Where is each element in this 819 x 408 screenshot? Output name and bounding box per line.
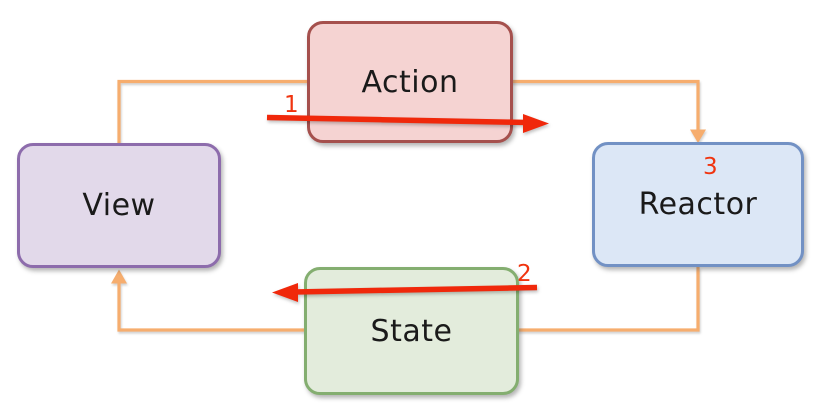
step-label-1: 1	[284, 92, 299, 118]
node-action: Action	[307, 21, 513, 143]
node-view: View	[17, 143, 221, 268]
step-arrow-1-head-icon	[523, 114, 549, 133]
node-reactor-label: Reactor	[638, 187, 758, 222]
arrowhead-into-view-icon	[111, 269, 127, 284]
node-action-label: Action	[361, 64, 459, 100]
node-reactor: Reactor	[592, 142, 804, 267]
node-state-label: State	[370, 313, 453, 349]
node-view-label: View	[82, 188, 156, 223]
step-label-2: 2	[517, 261, 532, 287]
step-label-3: 3	[703, 154, 718, 180]
step-arrow-2-head-icon	[272, 283, 298, 302]
arrowhead-into-reactor-icon	[690, 129, 706, 143]
node-state: State	[304, 267, 519, 395]
